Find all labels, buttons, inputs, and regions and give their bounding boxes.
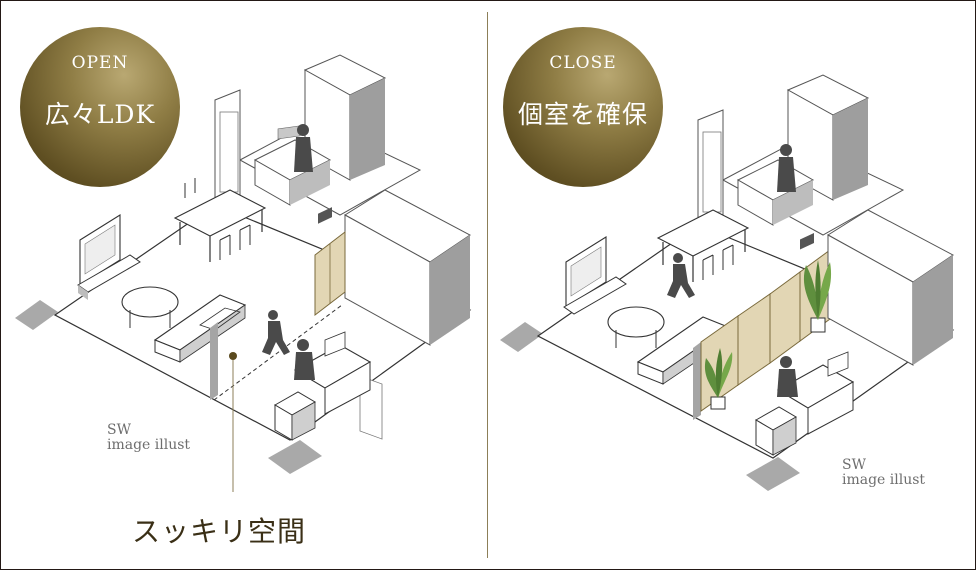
room-side-wall [430,235,470,345]
desk-lamp [827,351,849,377]
tv-stand [563,276,627,315]
room-side-wall [913,255,953,365]
person-walking [262,310,290,355]
floor-corner-shadow [15,300,58,330]
close-floorplan-illustration [500,74,955,491]
round-coffee-table [121,286,179,318]
left-credit-line1: SW [107,422,131,438]
wall-pillar [693,342,701,420]
person-at-desk [294,339,315,380]
open-badge-title: OPEN [71,53,129,73]
dining-table [173,189,267,237]
left-image-credit: SW image illust [107,423,190,453]
close-layout-panel: CLOSE 個室を確保 SW image illust [488,0,976,570]
potted-plant-tall [803,260,832,333]
desk-lamp [324,331,346,357]
person-in-kitchen [777,144,796,192]
left-credit-line2: image illust [107,437,191,453]
caption-sukkiri-space: スッキリ空間 [132,515,307,548]
kitchen-door [219,111,239,193]
potted-plant-small [704,348,733,410]
kitchen-counter-side [773,180,813,225]
fridge-side [350,78,385,180]
close-badge: CLOSE 個室を確保 [503,27,663,187]
right-credit-line1: SW [842,457,866,473]
kitchen-door [702,131,722,213]
kitchen-counter-side [290,160,330,205]
right-image-credit: SW image illust [842,458,925,488]
laptop [318,207,332,224]
fridge-side [833,98,868,200]
open-layout-panel: OPEN 広々LDK SW image illust スッキリ空間 [15,27,472,548]
open-boundary-line [213,304,343,401]
round-coffee-table [607,306,665,338]
floor-corner-shadow [746,457,800,491]
open-badge: OPEN 広々LDK [20,27,180,187]
person-in-kitchen [294,124,313,172]
laptop [800,232,814,250]
right-credit-line2: image illust [842,472,926,488]
tv-stand [77,254,141,293]
caption-marker-dot [229,352,237,360]
close-badge-subtitle: 個室を確保 [517,100,648,129]
open-floorplan-illustration [15,54,472,492]
open-wall-pillar [210,322,218,400]
person-walking [667,253,695,298]
panel-divider [487,12,488,558]
person-at-desk [777,356,798,397]
open-badge-subtitle: 広々LDK [44,100,156,129]
close-badge-title: CLOSE [549,53,617,73]
dining-chairs [702,244,734,280]
floor-corner-shadow [500,322,543,352]
dining-chairs [184,178,251,260]
dining-table [656,209,750,257]
floor-corner-shadow [268,440,322,474]
